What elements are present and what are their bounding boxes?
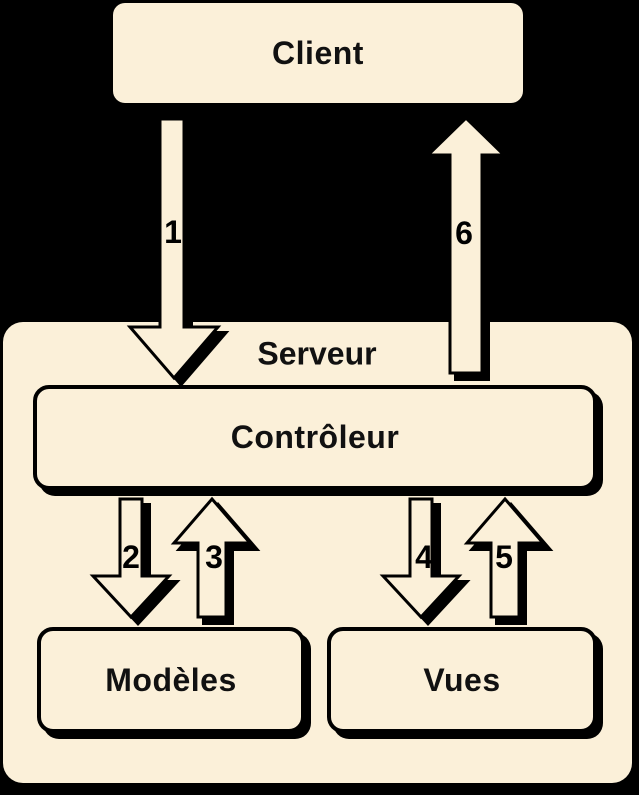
controller-label: Contrôleur xyxy=(230,419,400,455)
arrow-2-label: 2 xyxy=(122,539,140,575)
arrow-4-label: 4 xyxy=(415,539,433,575)
arrow-6-label: 6 xyxy=(455,215,473,251)
client-box: Client xyxy=(113,3,523,103)
server-label: Serveur xyxy=(257,335,377,372)
models-box: Modèles xyxy=(37,627,305,733)
views-box: Vues xyxy=(327,627,597,733)
client-label: Client xyxy=(272,34,364,71)
models-label: Modèles xyxy=(105,661,237,698)
arrow-5-label: 5 xyxy=(495,539,513,575)
arrow-1-label: 1 xyxy=(164,214,182,250)
views-label: Vues xyxy=(423,661,501,698)
arrow-3-label: 3 xyxy=(205,539,223,575)
controller-box: Contrôleur xyxy=(33,385,597,490)
